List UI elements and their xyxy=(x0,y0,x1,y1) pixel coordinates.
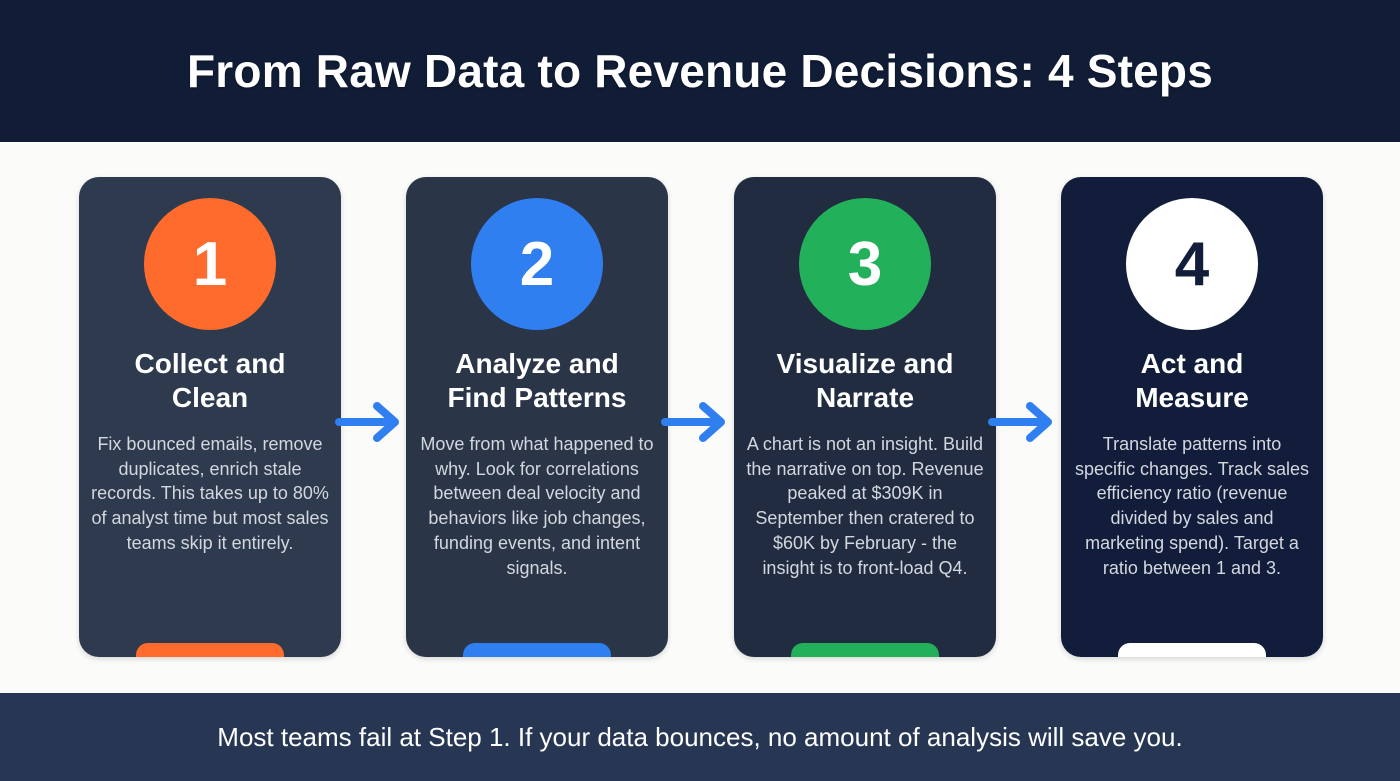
step-number: 2 xyxy=(519,229,555,299)
step-description: Fix bounced emails, remove duplicates, e… xyxy=(91,434,329,553)
step-accent-tab xyxy=(791,643,939,657)
step-number-badge: 2 xyxy=(471,198,603,330)
header-banner: From Raw Data to Revenue Decisions: 4 St… xyxy=(0,0,1400,142)
step-card-visualize-narrate: 3 Visualize and Narrate A chart is not a… xyxy=(734,177,996,657)
step-card-collect-clean: 1 Collect and Clean Fix bounced emails, … xyxy=(79,177,341,657)
footer-banner: Most teams fail at Step 1. If your data … xyxy=(0,693,1400,781)
footer-message: Most teams fail at Step 1. If your data … xyxy=(217,721,1183,752)
step-number-badge: 4 xyxy=(1126,198,1258,330)
step-number-badge: 1 xyxy=(144,198,276,330)
step-card-act-measure: 4 Act and Measure Translate patterns int… xyxy=(1061,177,1323,657)
step-number: 4 xyxy=(1174,229,1210,299)
step-title: Act and Measure xyxy=(1135,348,1249,413)
arrow-right-icon xyxy=(335,402,399,442)
step-number: 3 xyxy=(847,229,883,299)
page-title: From Raw Data to Revenue Decisions: 4 St… xyxy=(187,45,1213,97)
step-title: Analyze and Find Patterns xyxy=(447,348,627,413)
step-title: Visualize and Narrate xyxy=(776,348,954,413)
arrow-right-icon xyxy=(661,402,725,442)
step-title: Collect and Clean xyxy=(134,348,286,413)
step-number-badge: 3 xyxy=(799,198,931,330)
step-accent-tab xyxy=(136,643,284,657)
arrow-right-icon xyxy=(988,402,1052,442)
step-accent-tab xyxy=(463,643,611,657)
step-description: Move from what happened to why. Look for… xyxy=(420,434,654,578)
step-card-analyze-patterns: 2 Analyze and Find Patterns Move from wh… xyxy=(406,177,668,657)
step-number: 1 xyxy=(192,229,228,299)
step-description: Translate patterns into specific changes… xyxy=(1074,434,1310,578)
step-description: A chart is not an insight. Build the nar… xyxy=(746,434,984,578)
step-accent-tab xyxy=(1118,643,1266,657)
